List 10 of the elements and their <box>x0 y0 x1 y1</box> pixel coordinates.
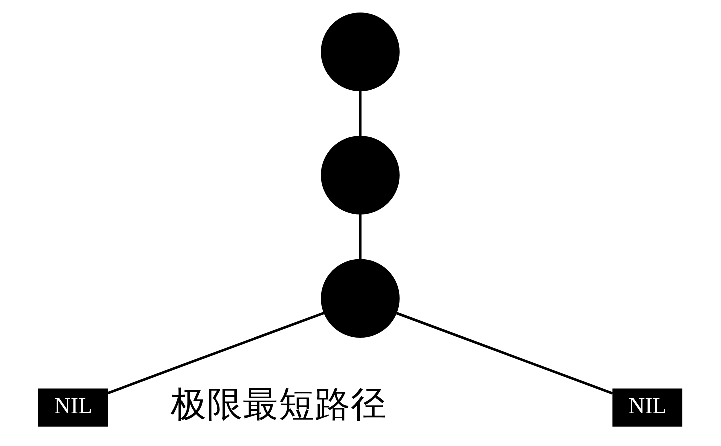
node-circle <box>321 259 400 338</box>
node-box: NIL <box>612 388 683 427</box>
node-circle <box>321 12 400 92</box>
connector <box>359 90 362 137</box>
node-box: NIL <box>38 388 108 427</box>
connector <box>396 312 614 395</box>
node-circle <box>321 136 400 215</box>
label: 极限最短路径 <box>171 384 388 425</box>
connector <box>359 214 362 260</box>
connector <box>108 312 325 395</box>
